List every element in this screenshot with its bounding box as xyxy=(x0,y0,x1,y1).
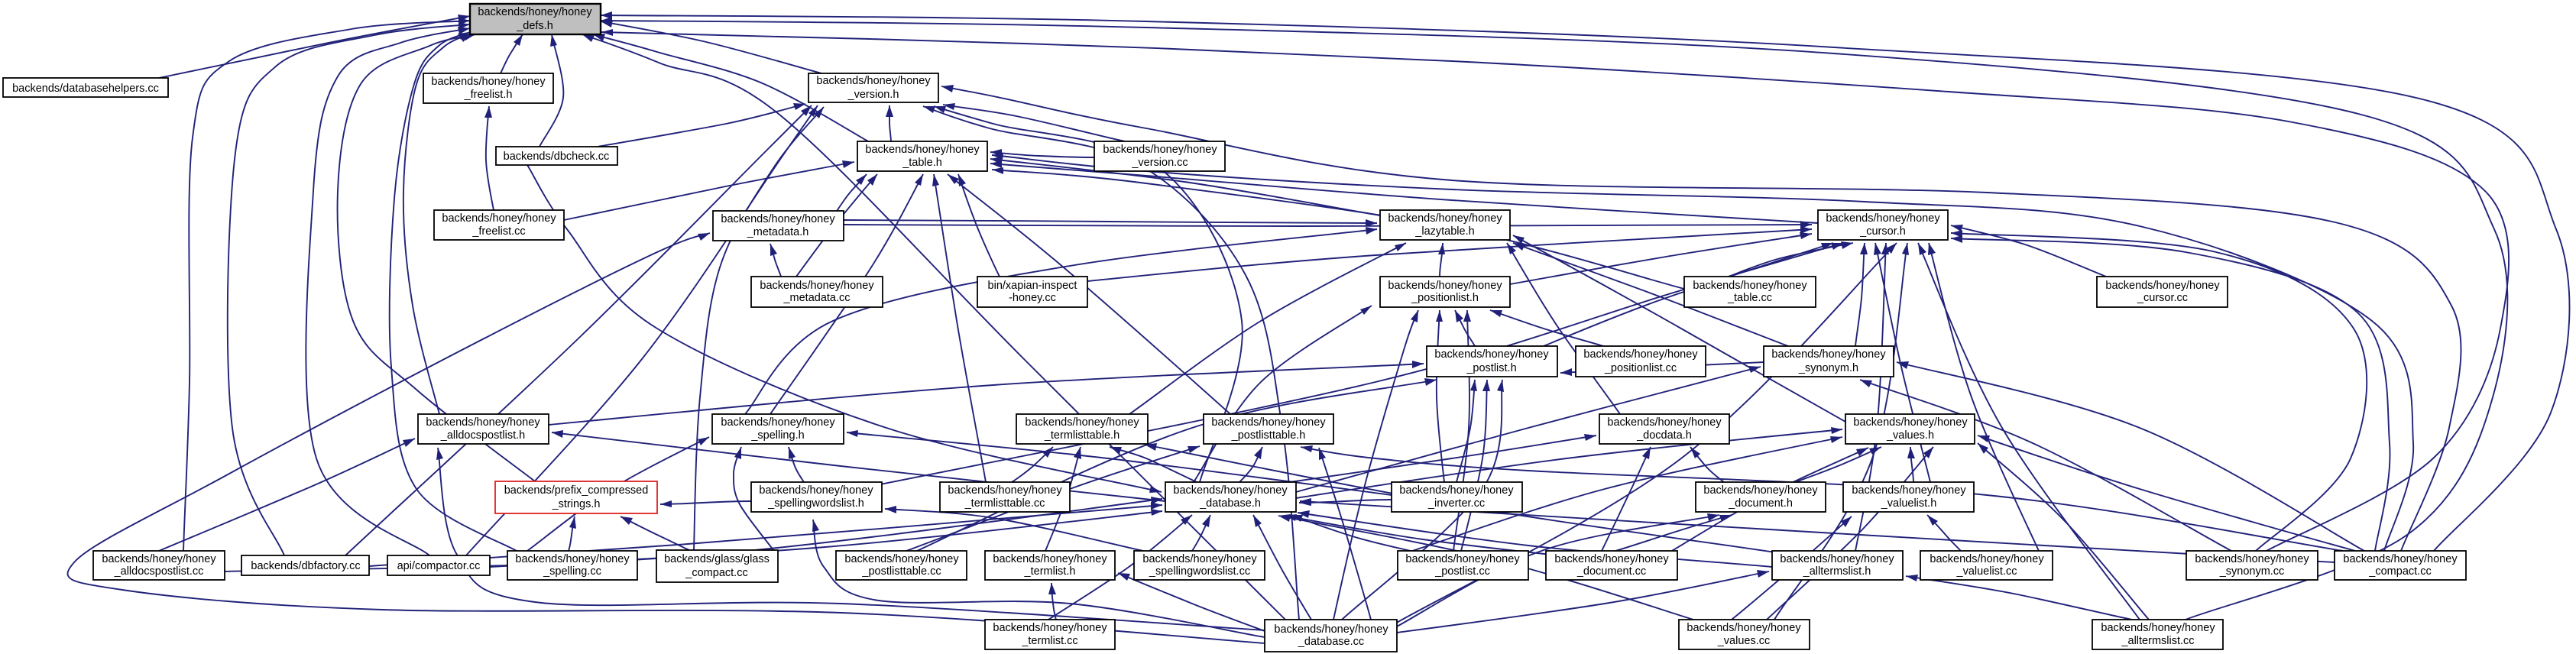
svg-text:backends/honey/honey: backends/honey/honey xyxy=(1274,623,1388,636)
svg-text:backends/honey/honey: backends/honey/honey xyxy=(993,622,1107,634)
svg-text:backends/honey/honey: backends/honey/honey xyxy=(478,6,592,18)
svg-text:_alltermslist.h: _alltermslist.h xyxy=(1803,565,1871,578)
svg-text:_termlisttable.cc: _termlisttable.cc xyxy=(964,497,1045,510)
svg-text:_values.h: _values.h xyxy=(1886,429,1934,442)
svg-text:backends/dbcheck.cc: backends/dbcheck.cc xyxy=(504,151,610,163)
svg-text:_table.h: _table.h xyxy=(902,157,942,169)
svg-text:backends/honey/honey: backends/honey/honey xyxy=(1399,484,1514,497)
svg-text:backends/honey/honey: backends/honey/honey xyxy=(1025,416,1139,429)
svg-text:backends/honey/honey: backends/honey/honey xyxy=(1771,348,1886,361)
svg-text:_postlist.h: _postlist.h xyxy=(1466,362,1516,374)
svg-text:_alldocspostlist.cc: _alldocspostlist.cc xyxy=(114,565,204,578)
svg-text:_document.cc: _document.cc xyxy=(1576,565,1646,578)
svg-text:backends/honey/honey: backends/honey/honey xyxy=(102,553,216,565)
svg-text:_alltermslist.cc: _alltermslist.cc xyxy=(2121,635,2194,647)
svg-text:_termlisttable.h: _termlisttable.h xyxy=(1044,429,1120,442)
svg-text:backends/dbfactory.cc: backends/dbfactory.cc xyxy=(251,560,360,572)
svg-text:_synonym.h: _synonym.h xyxy=(1798,362,1858,374)
svg-text:backends/honey/honey: backends/honey/honey xyxy=(1607,416,1722,429)
svg-text:_strings.h: _strings.h xyxy=(552,498,601,510)
svg-text:backends/honey/honey: backends/honey/honey xyxy=(431,76,546,88)
svg-text:backends/honey/honey: backends/honey/honey xyxy=(1434,348,1549,361)
svg-text:backends/honey/honey: backends/honey/honey xyxy=(1211,416,1326,429)
svg-text:_compact.cc: _compact.cc xyxy=(2368,565,2431,578)
svg-text:_values.cc: _values.cc xyxy=(1717,635,1771,647)
svg-text:_positionlist.cc: _positionlist.cc xyxy=(1604,362,1677,374)
svg-text:backends/honey/honey: backends/honey/honey xyxy=(1693,280,1807,292)
svg-text:_valuelist.h: _valuelist.h xyxy=(1881,497,1937,510)
svg-text:backends/honey/honey: backends/honey/honey xyxy=(1852,484,1966,497)
svg-text:_cursor.cc: _cursor.cc xyxy=(2137,292,2188,304)
svg-text:backends/honey/honey: backends/honey/honey xyxy=(721,213,835,225)
svg-text:_inverter.cc: _inverter.cc xyxy=(1427,497,1485,510)
svg-text:backends/honey/honey: backends/honey/honey xyxy=(1930,553,2044,565)
svg-text:-honey.cc: -honey.cc xyxy=(1009,292,1056,304)
svg-text:backends/honey/honey: backends/honey/honey xyxy=(1388,280,1502,292)
svg-text:backends/honey/honey: backends/honey/honey xyxy=(1853,416,1968,429)
svg-text:bin/xapian-inspect: bin/xapian-inspect xyxy=(988,280,1077,292)
svg-text:_synonym.cc: _synonym.cc xyxy=(2219,565,2285,578)
svg-text:_termlist.h: _termlist.h xyxy=(1024,565,1076,578)
svg-text:backends/honey/honey: backends/honey/honey xyxy=(515,553,630,565)
svg-text:_database.cc: _database.cc xyxy=(1298,636,1364,648)
svg-text:backends/honey/honey: backends/honey/honey xyxy=(1405,553,1520,565)
svg-text:backends/honey/honey: backends/honey/honey xyxy=(816,75,931,87)
svg-text:_document.h: _document.h xyxy=(1728,497,1793,510)
svg-text:_postlist.cc: _postlist.cc xyxy=(1434,565,1490,578)
svg-text:_freelist.cc: _freelist.cc xyxy=(471,225,525,238)
svg-text:_spelling.cc: _spelling.cc xyxy=(543,565,601,578)
svg-text:_metadata.cc: _metadata.cc xyxy=(783,292,850,304)
svg-text:_spelling.h: _spelling.h xyxy=(750,429,804,442)
svg-text:_termlist.cc: _termlist.cc xyxy=(1021,635,1077,647)
svg-text:backends/honey/honey: backends/honey/honey xyxy=(759,484,873,497)
svg-text:backends/honey/honey: backends/honey/honey xyxy=(1388,212,1502,225)
svg-text:backends/honey/honey: backends/honey/honey xyxy=(1173,484,1288,497)
svg-text:api/compactor.cc: api/compactor.cc xyxy=(397,560,481,572)
svg-text:_docdata.h: _docdata.h xyxy=(1636,429,1692,442)
svg-text:_lazytable.h: _lazytable.h xyxy=(1414,225,1474,238)
svg-text:backends/honey/honey: backends/honey/honey xyxy=(1554,553,1669,565)
svg-text:backends/honey/honey: backends/honey/honey xyxy=(2195,553,2309,565)
svg-text:backends/prefix_compressed: backends/prefix_compressed xyxy=(504,484,649,497)
svg-text:_defs.h: _defs.h xyxy=(516,20,553,32)
svg-text:backends/honey/honey: backends/honey/honey xyxy=(426,416,540,429)
svg-text:_postlisttable.cc: _postlisttable.cc xyxy=(861,565,941,578)
svg-text:backends/honey/honey: backends/honey/honey xyxy=(844,553,959,565)
svg-text:_alldocspostlist.h: _alldocspostlist.h xyxy=(440,429,525,442)
svg-text:backends/honey/honey: backends/honey/honey xyxy=(1687,622,1801,634)
svg-text:backends/honey/honey: backends/honey/honey xyxy=(1142,553,1257,565)
svg-text:_version.cc: _version.cc xyxy=(1131,157,1188,169)
svg-text:backends/honey/honey: backends/honey/honey xyxy=(1780,553,1894,565)
svg-text:_version.h: _version.h xyxy=(847,89,899,101)
svg-text:backends/honey/honey: backends/honey/honey xyxy=(1103,144,1217,156)
svg-text:_database.h: _database.h xyxy=(1199,497,1261,510)
svg-text:_cursor.h: _cursor.h xyxy=(1859,225,1906,238)
svg-text:backends/honey/honey: backends/honey/honey xyxy=(2101,622,2215,634)
svg-text:_valuelist.cc: _valuelist.cc xyxy=(1956,565,2017,578)
svg-text:backends/honey/honey: backends/honey/honey xyxy=(1826,212,1940,225)
svg-text:_positionlist.h: _positionlist.h xyxy=(1411,292,1479,304)
svg-text:_spellingwordslist.h: _spellingwordslist.h xyxy=(767,497,864,510)
svg-text:_table.cc: _table.cc xyxy=(1727,292,1772,304)
svg-text:_spellingwordslist.cc: _spellingwordslist.cc xyxy=(1149,565,1250,578)
svg-text:backends/honey/honey: backends/honey/honey xyxy=(2105,280,2220,292)
svg-text:backends/honey/honey: backends/honey/honey xyxy=(993,553,1107,565)
svg-text:_postlisttable.h: _postlisttable.h xyxy=(1231,429,1306,442)
svg-text:backends/honey/honey: backends/honey/honey xyxy=(948,484,1062,497)
svg-text:backends/honey/honey: backends/honey/honey xyxy=(1703,484,1818,497)
svg-text:backends/honey/honey: backends/honey/honey xyxy=(760,280,874,292)
svg-text:backends/honey/honey: backends/honey/honey xyxy=(442,212,556,225)
svg-text:backends/glass/glass: backends/glass/glass xyxy=(664,553,770,565)
svg-text:_metadata.h: _metadata.h xyxy=(747,226,809,238)
svg-text:backends/honey/honey: backends/honey/honey xyxy=(721,416,835,429)
svg-text:_compact.cc: _compact.cc xyxy=(685,567,747,579)
svg-text:backends/honey/honey: backends/honey/honey xyxy=(2343,553,2458,565)
svg-text:backends/honey/honey: backends/honey/honey xyxy=(865,144,980,156)
svg-text:_freelist.h: _freelist.h xyxy=(464,89,513,101)
svg-text:backends/honey/honey: backends/honey/honey xyxy=(1583,348,1698,361)
svg-text:backends/databasehelpers.cc: backends/databasehelpers.cc xyxy=(12,83,159,95)
